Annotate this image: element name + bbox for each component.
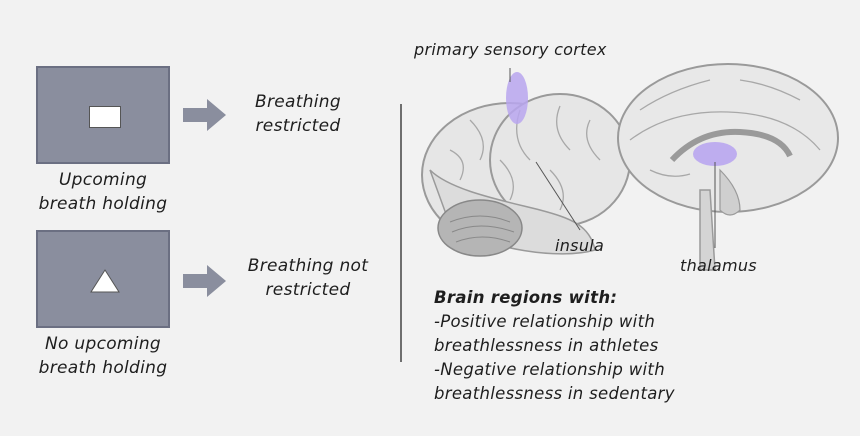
legend-title: Brain regions with: [434, 286, 854, 310]
cue1-caption: Upcoming breath holding [20, 168, 186, 216]
medial-brain-icon [618, 64, 838, 270]
label-primary-sensory-cortex: primary sensory cortex [414, 38, 607, 62]
triangle-stimulus-icon [89, 268, 121, 294]
outcome2-text: Breathing not restricted [228, 254, 388, 302]
cue1-caption-line2: breath holding [20, 192, 186, 216]
square-stimulus-icon [89, 106, 121, 128]
cue2-caption-line1: No upcoming [20, 332, 186, 356]
outcome1-line2: restricted [228, 114, 368, 138]
cue2-caption-line2: breath holding [20, 356, 186, 380]
label-insula: insula [555, 234, 604, 258]
label-thalamus: thalamus [680, 254, 757, 278]
lateral-brain-icon [422, 72, 630, 256]
vertical-divider [400, 104, 402, 362]
outcome2-line2: restricted [228, 278, 388, 302]
outcome2-line1: Breathing not [228, 254, 388, 278]
arrow-right-icon [183, 264, 227, 298]
arrow-right-icon [183, 98, 227, 132]
brain-illustration [410, 50, 850, 280]
cue2-caption: No upcoming breath holding [20, 332, 186, 380]
cue-box-no-upcoming [36, 230, 170, 328]
outcome1-line1: Breathing [228, 90, 368, 114]
cue-box-upcoming [36, 66, 170, 164]
legend-line: breathlessness in sedentary [434, 382, 854, 406]
legend: Brain regions with: -Positive relationsh… [434, 286, 854, 406]
cue1-caption-line1: Upcoming [20, 168, 186, 192]
legend-line: -Positive relationship with [434, 310, 854, 334]
outcome1-text: Breathing restricted [228, 90, 368, 138]
legend-line: -Negative relationship with [434, 358, 854, 382]
legend-line: breathlessness in athletes [434, 334, 854, 358]
